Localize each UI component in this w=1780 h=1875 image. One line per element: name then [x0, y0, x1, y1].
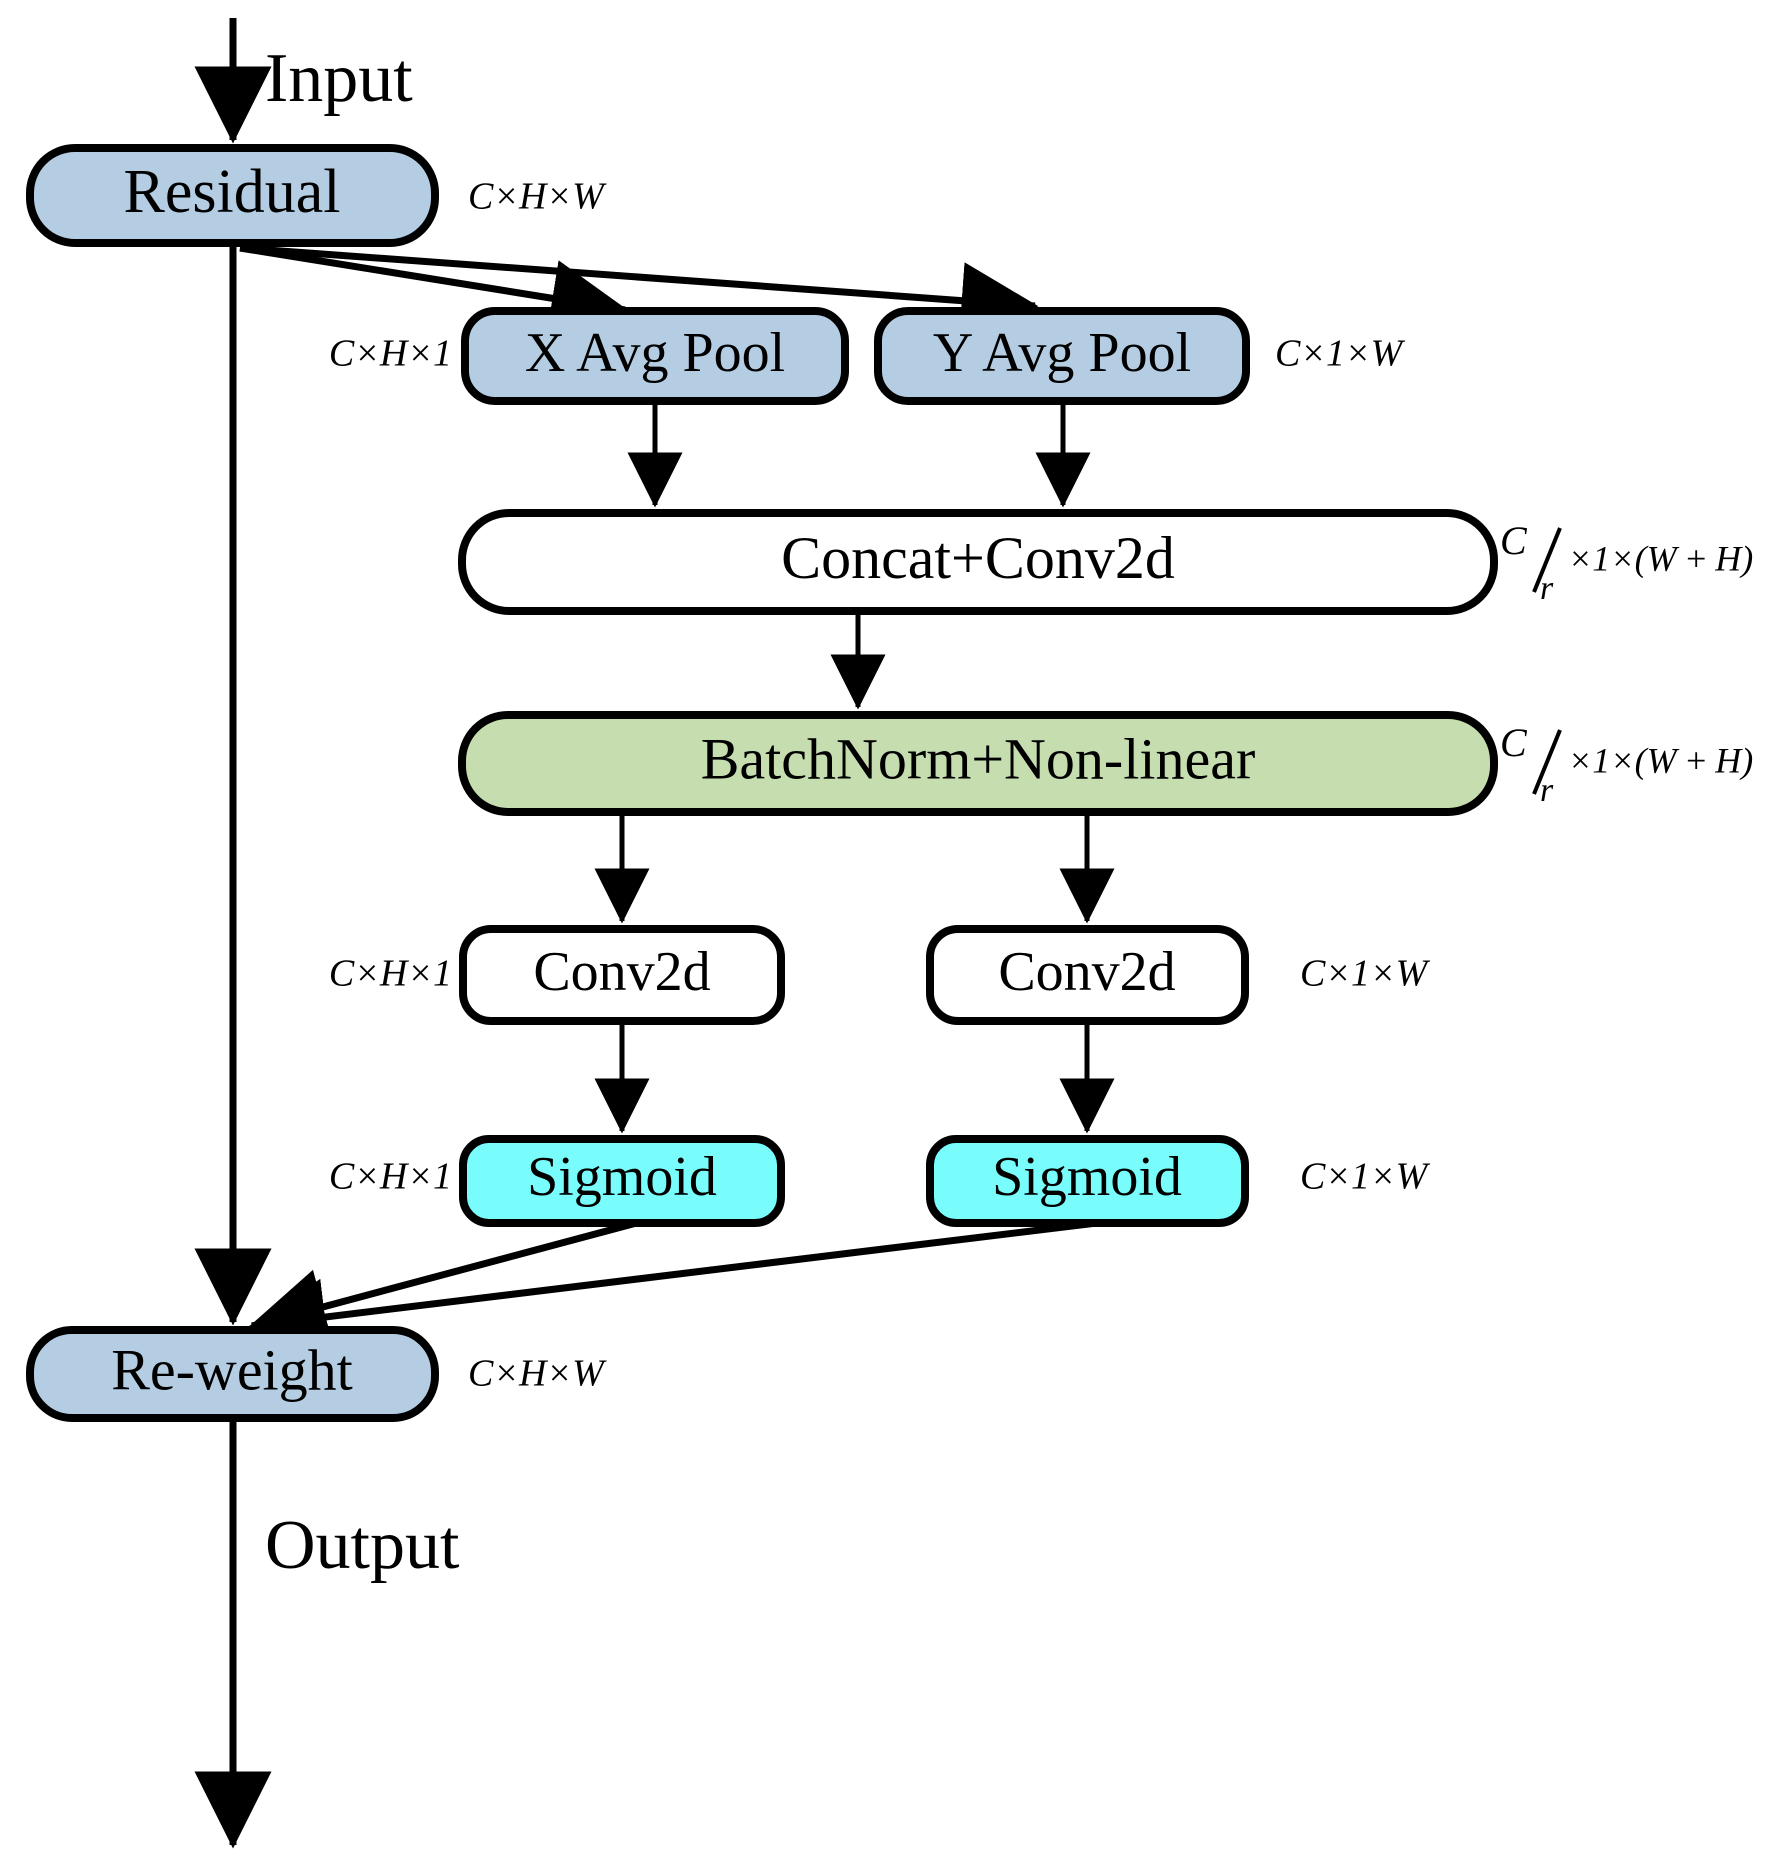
node-re-weight-label: Re-weight: [111, 1337, 353, 1402]
node-batchnorm-nonlinear-shape: [458, 711, 1498, 816]
node-re-weight[interactable]: Re-weight: [26, 1326, 439, 1422]
node-sigmoid-right-label: Sigmoid: [992, 1146, 1182, 1208]
node-conv2d-left-label: Conv2d: [533, 941, 710, 1003]
node-x-avg-pool-label: X Avg Pool: [525, 322, 785, 384]
node-concat-conv2d-label: Concat+Conv2d: [781, 525, 1175, 591]
dim-y-avg-pool: C×1×W: [1275, 333, 1406, 375]
edge-sigmoid-left-re-weight: [248, 1218, 641, 1345]
dim-x-avg-pool: C×H×1: [329, 333, 452, 375]
dim-concat-conv2d: C r ×1×(W + H): [1500, 518, 1753, 607]
dim-concat-conv2d-numerator: C: [1500, 518, 1528, 563]
dim-conv2d-right: C×1×W: [1300, 953, 1431, 995]
dim-batchnorm-nonlinear-denominator: r: [1540, 772, 1554, 809]
dim-batchnorm-nonlinear-fraction-bar: [1532, 729, 1562, 795]
dim-batchnorm-nonlinear: C r ×1×(W + H): [1500, 720, 1753, 809]
dim-sigmoid-left: C×H×1: [329, 1156, 452, 1198]
node-batchnorm-nonlinear-label: BatchNorm+Non-linear: [701, 726, 1256, 791]
dim-concat-conv2d-suffix: ×1×(W + H): [1568, 538, 1753, 578]
dim-concat-conv2d-denominator: r: [1540, 570, 1554, 607]
node-residual-label: Residual: [124, 158, 341, 226]
node-sigmoid-right-shape: [926, 1135, 1249, 1227]
output-label: Output: [265, 1507, 460, 1584]
node-x-avg-pool-shape: [461, 307, 849, 405]
node-conv2d-right-label: Conv2d: [998, 941, 1175, 1003]
node-residual-shape: [26, 144, 439, 247]
node-conv2d-left[interactable]: Conv2d: [459, 925, 785, 1025]
dim-conv2d-left: C×H×1: [329, 953, 452, 995]
node-sigmoid-left-shape: [459, 1135, 785, 1227]
node-sigmoid-right[interactable]: Sigmoid: [926, 1135, 1249, 1227]
node-re-weight-shape: [26, 1326, 439, 1422]
dim-re-weight: C×H×W: [468, 1353, 607, 1395]
dim-sigmoid-right: C×1×W: [1300, 1156, 1431, 1198]
node-x-avg-pool[interactable]: X Avg Pool: [461, 307, 849, 405]
edge-residual-y-avg-pool: [239, 244, 1039, 340]
input-label: Input: [265, 40, 413, 117]
edge-residual-x-avg-pool: [239, 244, 629, 337]
node-y-avg-pool[interactable]: Y Avg Pool: [874, 307, 1250, 405]
node-concat-conv2d-shape: [458, 509, 1498, 615]
node-sigmoid-left[interactable]: Sigmoid: [459, 1135, 785, 1227]
node-conv2d-left-shape: [459, 925, 785, 1025]
dim-concat-conv2d-fraction-bar: [1532, 527, 1562, 593]
edge-sigmoid-right-re-weight: [248, 1218, 1106, 1356]
node-conv2d-right-shape: [926, 925, 1249, 1025]
node-y-avg-pool-label: Y Avg Pool: [933, 322, 1191, 384]
dim-batchnorm-nonlinear-suffix: ×1×(W + H): [1568, 740, 1753, 780]
node-sigmoid-left-label: Sigmoid: [527, 1146, 717, 1208]
dim-batchnorm-nonlinear-numerator: C: [1500, 720, 1528, 765]
node-concat-conv2d[interactable]: Concat+Conv2d: [458, 509, 1498, 615]
node-conv2d-right[interactable]: Conv2d: [926, 925, 1249, 1025]
node-batchnorm-nonlinear[interactable]: BatchNorm+Non-linear: [458, 711, 1498, 816]
node-residual[interactable]: Residual: [26, 144, 439, 247]
dim-residual: C×H×W: [468, 176, 607, 218]
node-y-avg-pool-shape: [874, 307, 1250, 405]
